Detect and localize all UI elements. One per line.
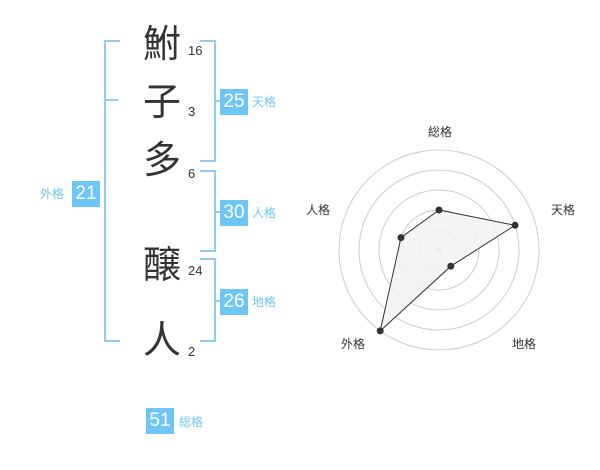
jinkaku-label: 人格 [252, 206, 277, 220]
name-char-1: 鮒 [142, 22, 181, 66]
radar-point-3 [447, 262, 455, 270]
stroke-count-4: 24 [188, 263, 203, 278]
radar-label-gaikaku: 外格 [341, 337, 366, 351]
stroke-count-5: 2 [188, 344, 196, 359]
soukaku-label: 総格 [179, 415, 204, 429]
stroke-count-1: 16 [188, 43, 203, 58]
jinkaku-value: 30 [220, 200, 248, 226]
gaikaku-value: 21 [72, 181, 100, 207]
name-char-3: 多 [142, 138, 181, 182]
stroke-count-3: 6 [188, 166, 196, 181]
radar-grid-ring [358, 169, 520, 331]
name-char-5: 人 [142, 318, 181, 362]
radar-grid-ring [338, 149, 540, 351]
gaikaku-label: 外格 [40, 187, 65, 201]
chikaku-label: 地格 [252, 295, 277, 309]
soukaku-value: 51 [146, 408, 174, 434]
stroke-count-2: 3 [188, 104, 196, 119]
radar-label-soukaku: 総格 [428, 125, 453, 139]
jinkaku-connector [214, 211, 220, 213]
name-char-4: 醸 [142, 243, 181, 287]
tenkaku-value: 25 [220, 89, 248, 115]
radar-series-shape [379, 209, 517, 333]
chikaku-value: 26 [220, 289, 248, 315]
tenkaku-connector [214, 100, 220, 102]
gaikaku-bracket-mid [104, 99, 118, 101]
name-char-2: 子 [142, 80, 181, 124]
radar-point-1 [435, 206, 443, 214]
radar-grid-ring [378, 189, 500, 311]
radar-label-jinkaku: 人格 [306, 203, 331, 217]
radar-point-5 [397, 234, 405, 242]
tenkaku-label: 天格 [252, 95, 277, 109]
radar-point-2 [511, 221, 519, 229]
radar-point-4 [376, 327, 384, 335]
chikaku-connector [214, 300, 220, 302]
radar-label-tenkaku: 天格 [551, 203, 576, 217]
radar-label-chikaku: 地格 [512, 337, 537, 351]
gaikaku-bracket [104, 40, 120, 342]
